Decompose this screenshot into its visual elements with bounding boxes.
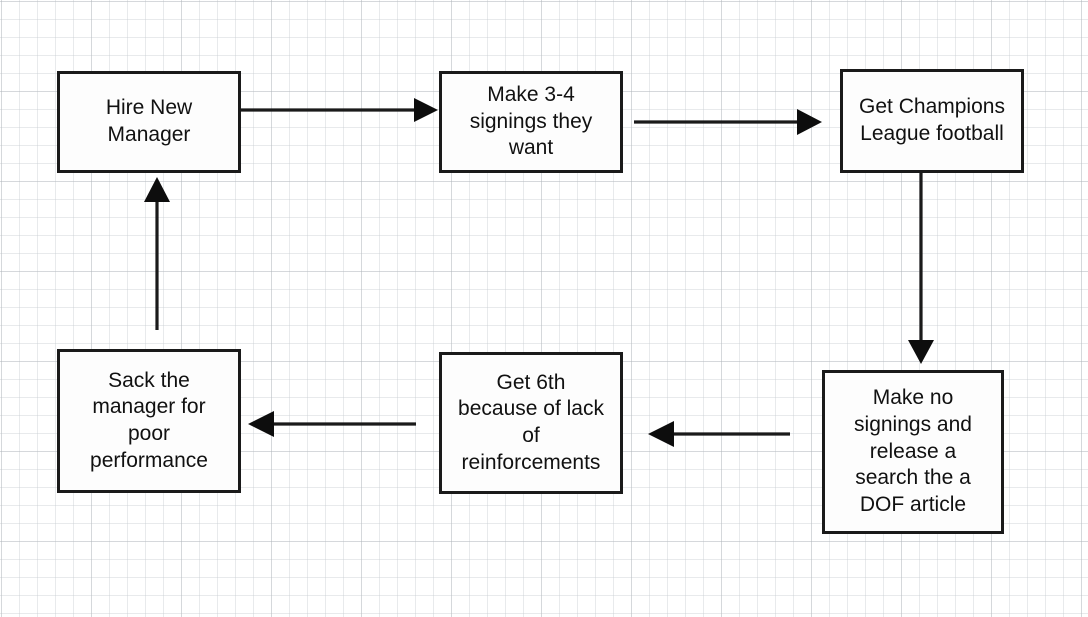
edge-sack-to-hire [144, 177, 170, 330]
node-label: Make no signings and release a search th… [854, 386, 972, 516]
node-label: Get 6th because of lack of reinforcement… [458, 370, 604, 474]
node-make-no-signings[interactable]: Make no signings and release a search th… [822, 370, 1004, 534]
node-get-6th[interactable]: Get 6th because of lack of reinforcement… [439, 352, 623, 494]
node-label: Make 3-4 signings they want [469, 83, 593, 160]
edge-no-signings-to-6th [648, 421, 790, 447]
node-label: Get Champions League football [859, 95, 1005, 145]
edge-hire-to-signings [241, 98, 438, 122]
edge-6th-to-sack [248, 411, 416, 437]
node-label: Hire New Manager [105, 96, 193, 146]
node-hire-new-manager[interactable]: Hire New Manager [57, 71, 241, 173]
edge-champions-to-no-signings [908, 173, 934, 364]
node-champions-league[interactable]: Get Champions League football [840, 69, 1024, 173]
node-label: Sack the manager for poor performance [90, 368, 208, 472]
node-sack-manager[interactable]: Sack the manager for poor performance [57, 349, 241, 493]
node-make-signings[interactable]: Make 3-4 signings they want [439, 71, 623, 173]
edge-signings-to-champions [634, 109, 822, 135]
